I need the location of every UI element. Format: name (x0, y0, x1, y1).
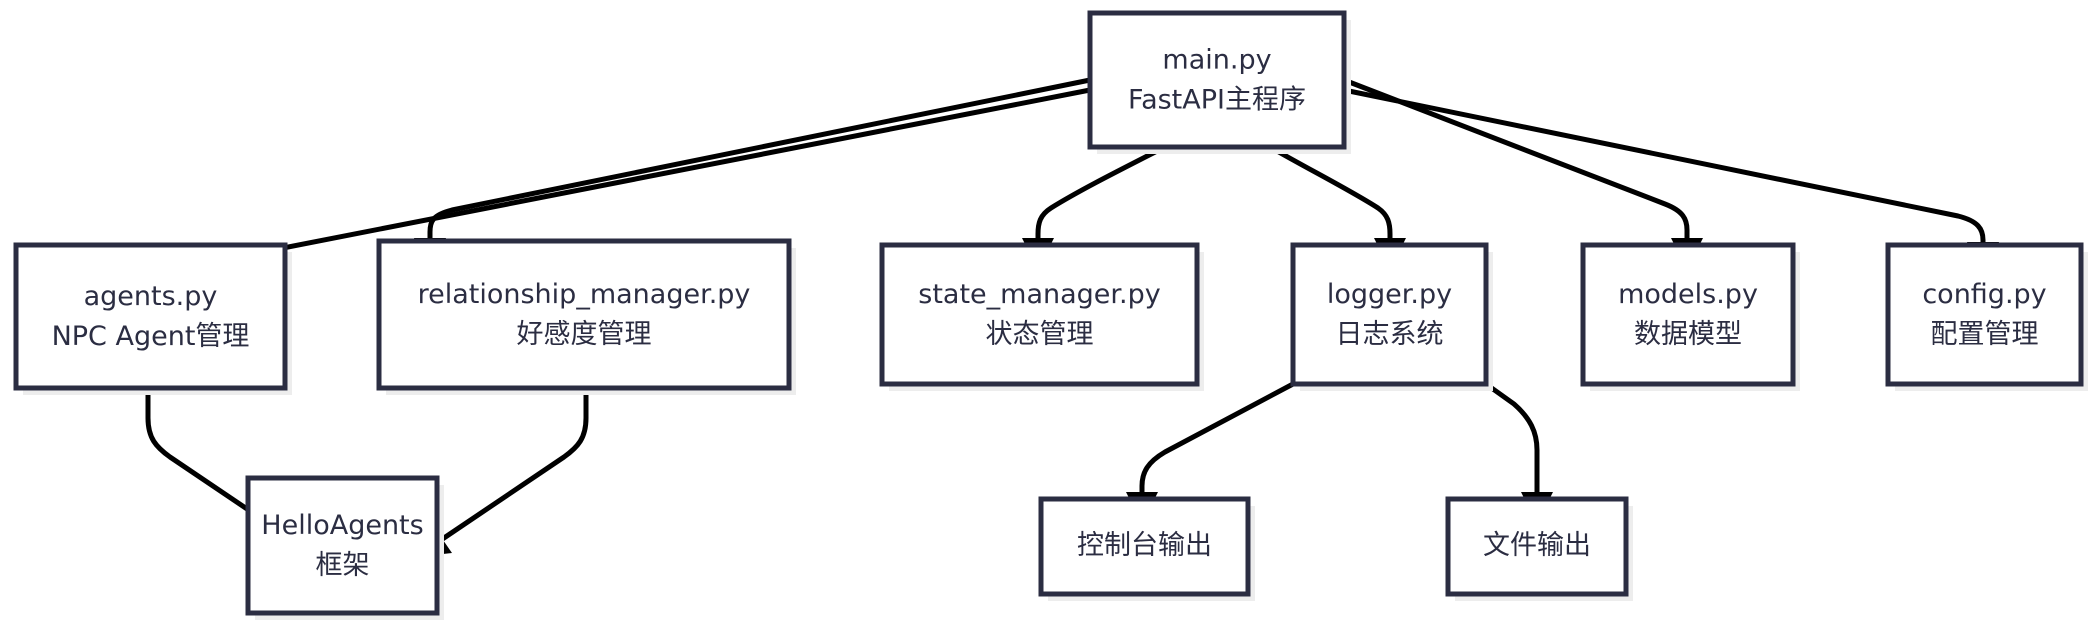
node-subtitle: FastAPI主程序 (1128, 85, 1306, 116)
edge-line (1035, 144, 1167, 244)
node-box[interactable] (245, 475, 440, 616)
node-title: logger.py (1327, 279, 1452, 310)
edge-line (1139, 381, 1295, 498)
node-file_output[interactable]: 文件输出 (1445, 496, 1633, 601)
node-subtitle: 好感度管理 (517, 319, 652, 350)
node-title: agents.py (84, 281, 218, 312)
node-helloagents[interactable]: HelloAgents 框架 (245, 475, 444, 620)
node-box[interactable] (1290, 242, 1489, 387)
node-subtitle: 配置管理 (1931, 319, 2039, 350)
edge-line (1343, 87, 1986, 248)
node-box[interactable] (1445, 496, 1629, 597)
node-state_manager[interactable]: state_manager.py 状态管理 (879, 242, 1204, 391)
node-console_output[interactable]: 控制台输出 (1038, 496, 1255, 601)
node-title: state_manager.py (918, 279, 1160, 310)
node-box[interactable] (1087, 10, 1347, 150)
node-logger[interactable]: logger.py 日志系统 (1290, 242, 1493, 391)
edge-line (436, 388, 589, 545)
node-title: models.py (1618, 279, 1758, 310)
node-box[interactable] (1580, 242, 1796, 387)
node-subtitle: 状态管理 (986, 319, 1094, 350)
node-box[interactable] (13, 242, 288, 391)
edge-line (427, 77, 1091, 244)
node-title: relationship_manager.py (418, 279, 751, 310)
node-subtitle: NPC Agent管理 (52, 321, 250, 352)
node-title: config.py (1922, 279, 2046, 310)
node-title: HelloAgents (261, 510, 423, 541)
node-models[interactable]: models.py 数据模型 (1580, 242, 1800, 391)
node-box[interactable] (376, 238, 792, 391)
node-title: 控制台输出 (1077, 530, 1212, 561)
edge-line (1343, 77, 1690, 244)
node-title: main.py (1162, 45, 1271, 76)
node-box[interactable] (879, 242, 1200, 387)
edge-line (145, 388, 298, 545)
node-title: 文件输出 (1483, 530, 1591, 561)
node-subtitle: 框架 (316, 550, 370, 581)
node-box[interactable] (1885, 242, 2084, 387)
edge-line (1484, 381, 1540, 498)
node-relationship_manager[interactable]: relationship_manager.py 好感度管理 (376, 238, 796, 395)
edge-line (1268, 144, 1393, 244)
node-subtitle: 数据模型 (1634, 319, 1742, 350)
node-config[interactable]: config.py 配置管理 (1885, 242, 2088, 391)
node-box[interactable] (1038, 496, 1251, 597)
node-subtitle: 日志系统 (1336, 319, 1444, 350)
